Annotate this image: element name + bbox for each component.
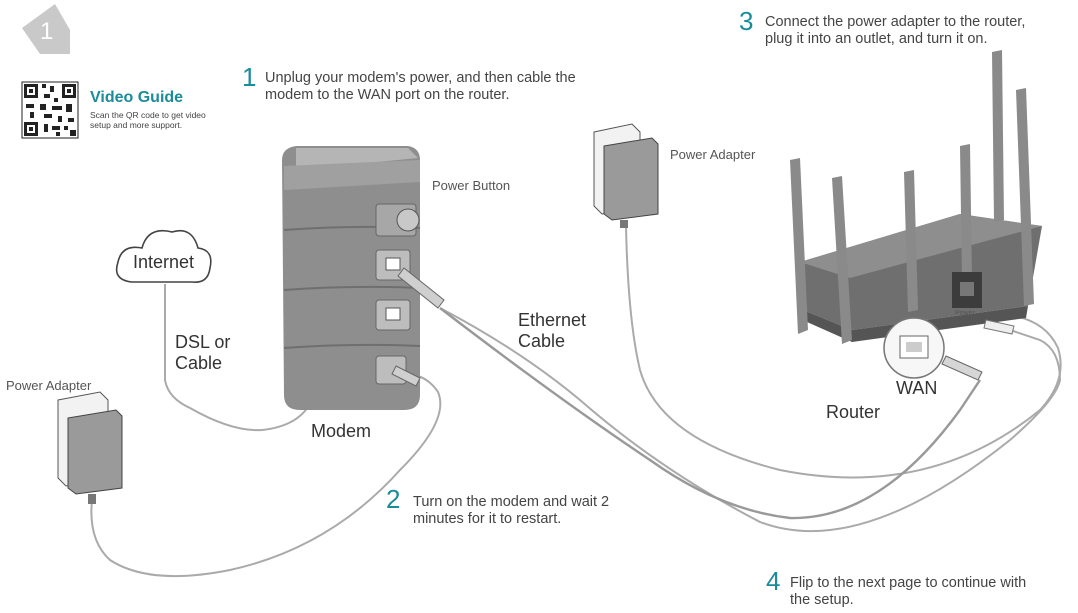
router-power-adapter-label: Power Adapter [670,147,756,162]
page-number: 1 [40,18,54,45]
router-power-adapter [593,123,659,228]
modem-label: Modem [311,421,372,441]
step-2-line1: Turn on the modem and wait 2 [413,494,610,510]
step-2-text: Turn on the modem and wait 2 minutes for… [413,494,609,528]
ethernet-cable [439,307,981,520]
dsl-cable [164,284,319,432]
ethernet-label-line2: Cable [518,331,566,351]
modem-device [282,146,421,410]
dsl-label-line1: DSL or [175,332,231,352]
step-3-text: Connect the power adapter to the router,… [765,14,1025,48]
wan-plug [941,355,983,381]
step-2-line2: minutes for it to restart. [413,511,562,527]
router-power-cable [625,225,1062,479]
video-guide-subtitle: Scan the QR code to get video setup and … [90,110,206,130]
ethernet-label-line1: Ethernet [518,310,587,330]
ethernet-cable-label: Ethernet Cable [518,310,586,352]
qr-code-icon [21,81,79,139]
internet-label: Internet [133,252,195,272]
step-3-number: 3 [739,6,754,36]
step-4-line2: the setup. [790,592,854,608]
cables [90,225,1062,578]
dsl-label-line2: Cable [175,353,223,373]
modem-power-adapter-label: Power Adapter [6,378,92,393]
internet-cloud-icon [115,229,212,284]
video-guide-subtitle-line2: setup and more support. [90,120,183,130]
step-1-line1: Unplug your modem's power, and then cabl… [265,70,576,86]
page-tab-shape [22,4,70,54]
step-2-number: 2 [386,484,401,514]
modem-power-adapter [57,391,123,504]
video-guide-title: Video Guide [90,89,184,106]
router-power-cable-far [439,307,1062,533]
dsl-cable-label: DSL or Cable [175,332,230,374]
modem-power-cable [90,375,442,578]
step-1-line2: modem to the WAN port on the router. [265,87,510,103]
step-4-line1: Flip to the next page to continue with [790,575,1027,591]
power-button-label: Power Button [432,178,511,193]
wan-port-icon [883,317,945,379]
router-power-port-label: Power [955,310,975,317]
ethernet-plug [397,267,445,309]
step-1-number: 1 [242,62,257,92]
step-3-line1: Connect the power adapter to the router, [765,14,1026,30]
step-1-text: Unplug your modem's power, and then cabl… [265,70,576,104]
wan-label: WAN [896,378,938,398]
router-device [790,50,1042,344]
video-guide-subtitle-line1: Scan the QR code to get video [90,110,206,120]
modem-power-plug [391,365,421,387]
step-4-text: Flip to the next page to continue with t… [790,575,1026,609]
step-3-line2: plug it into an outlet, and turn it on. [765,31,988,47]
router-label: Router [826,402,881,422]
step-4-number: 4 [766,566,781,596]
